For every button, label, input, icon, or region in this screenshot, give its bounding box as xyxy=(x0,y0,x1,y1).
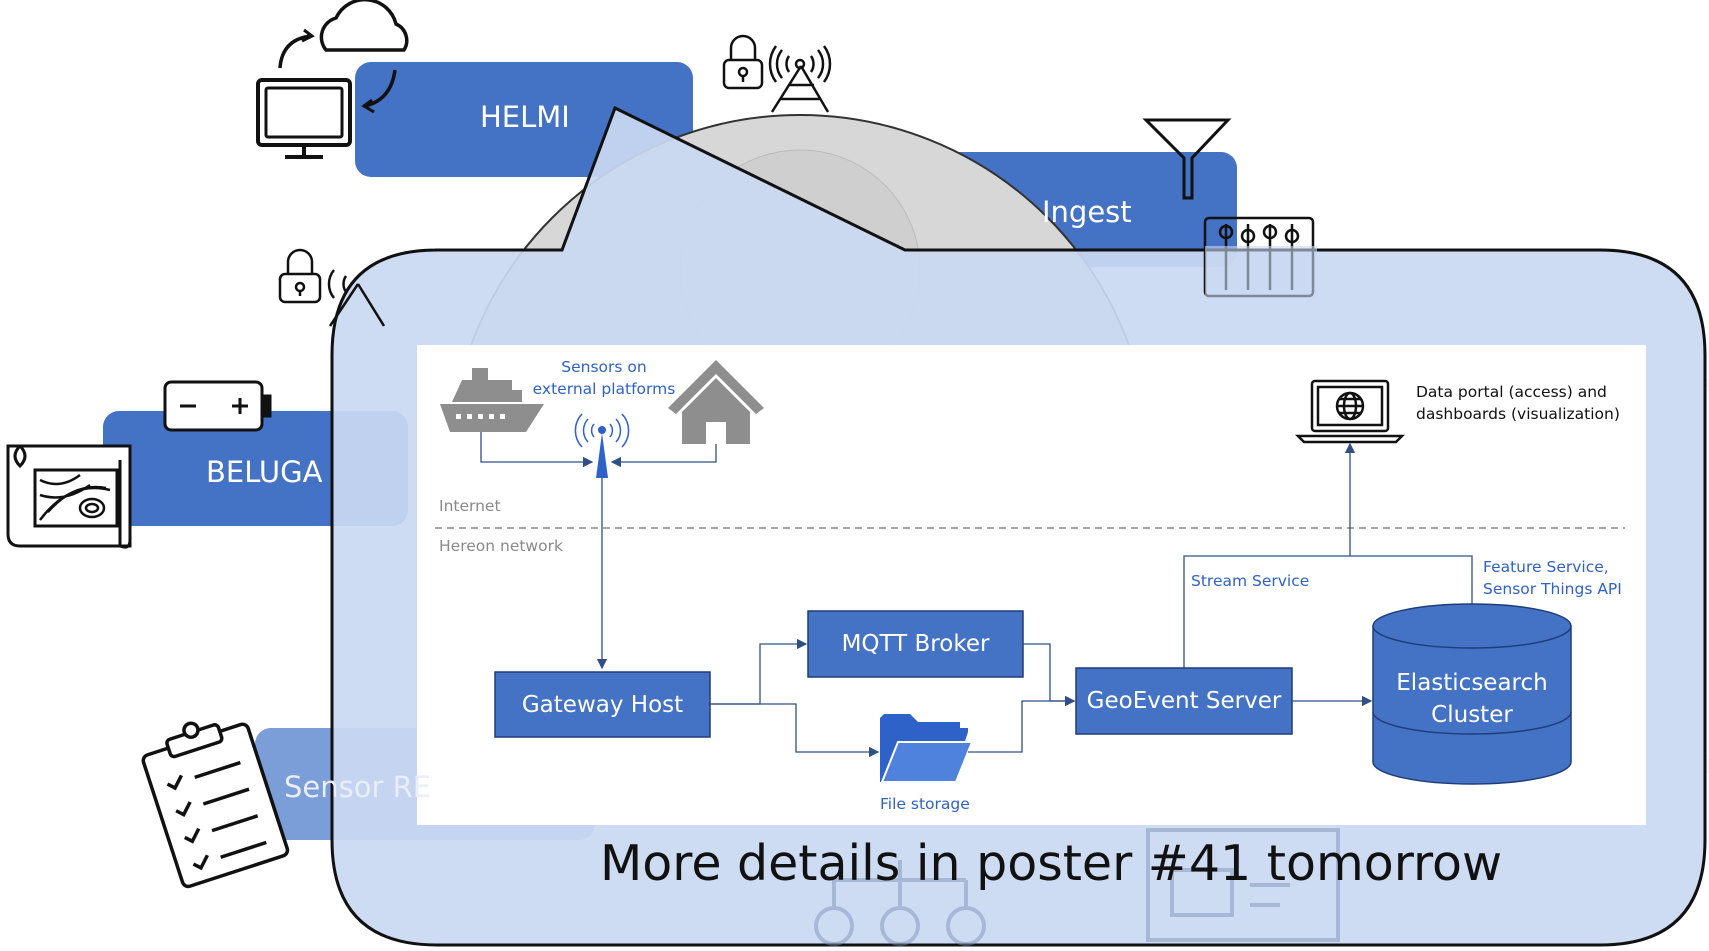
funnel-icon xyxy=(1142,118,1232,200)
mqtt-broker-box[interactable] xyxy=(807,610,1024,678)
flow-connectors xyxy=(710,442,1473,758)
card-helmi-label: HELMI xyxy=(480,100,570,134)
battery-icon xyxy=(163,380,272,432)
image-edit-icon xyxy=(1146,828,1340,942)
ship-icon xyxy=(440,368,544,432)
antenna-tower-icon xyxy=(768,45,832,113)
house-icon xyxy=(668,360,764,444)
internet-label: Internet xyxy=(439,497,501,515)
lock-icon xyxy=(278,248,322,304)
elasticsearch-label: Elasticsearch Cluster xyxy=(1396,670,1548,728)
data-portal-label: Data portal (access) and dashboards (vis… xyxy=(1416,383,1620,423)
feature-service-label: Feature Service, Sensor Things API xyxy=(1483,558,1622,598)
card-beluga-label: BELUGA xyxy=(206,455,323,489)
gateway-host-label: Gateway Host xyxy=(521,691,684,718)
geoevent-server-label: GeoEvent Server xyxy=(1086,688,1282,714)
lock-icon xyxy=(722,34,764,90)
card-sensor-registry-label: Sensor RE xyxy=(284,770,432,804)
network-nodes-icon xyxy=(814,860,986,946)
map-scroll-icon xyxy=(6,444,132,549)
mixer-overlay xyxy=(1205,246,1317,298)
antenna-tower-icon xyxy=(327,269,386,327)
monitor-cloud-sync-icon xyxy=(256,0,409,159)
hereon-network-label: Hereon network xyxy=(439,537,563,555)
card-ingest-label: Ingest xyxy=(1042,195,1132,229)
footer-text: More details in poster #41 tomorrow xyxy=(600,835,1503,892)
mqtt-broker-label: MQTT Broker xyxy=(841,631,990,657)
laptop-globe-icon xyxy=(1294,379,1406,444)
gateway-host-box[interactable] xyxy=(494,671,711,738)
sensor-connectors xyxy=(480,432,717,670)
clipboard-checklist-icon xyxy=(141,721,290,889)
file-storage-label: File storage xyxy=(880,795,970,813)
sensors-label: Sensors on external platforms xyxy=(532,358,676,398)
stream-service-label: Stream Service xyxy=(1191,572,1310,590)
database-icon[interactable] xyxy=(1372,603,1572,785)
folder-icon xyxy=(880,714,974,783)
antenna-icon xyxy=(574,413,630,478)
